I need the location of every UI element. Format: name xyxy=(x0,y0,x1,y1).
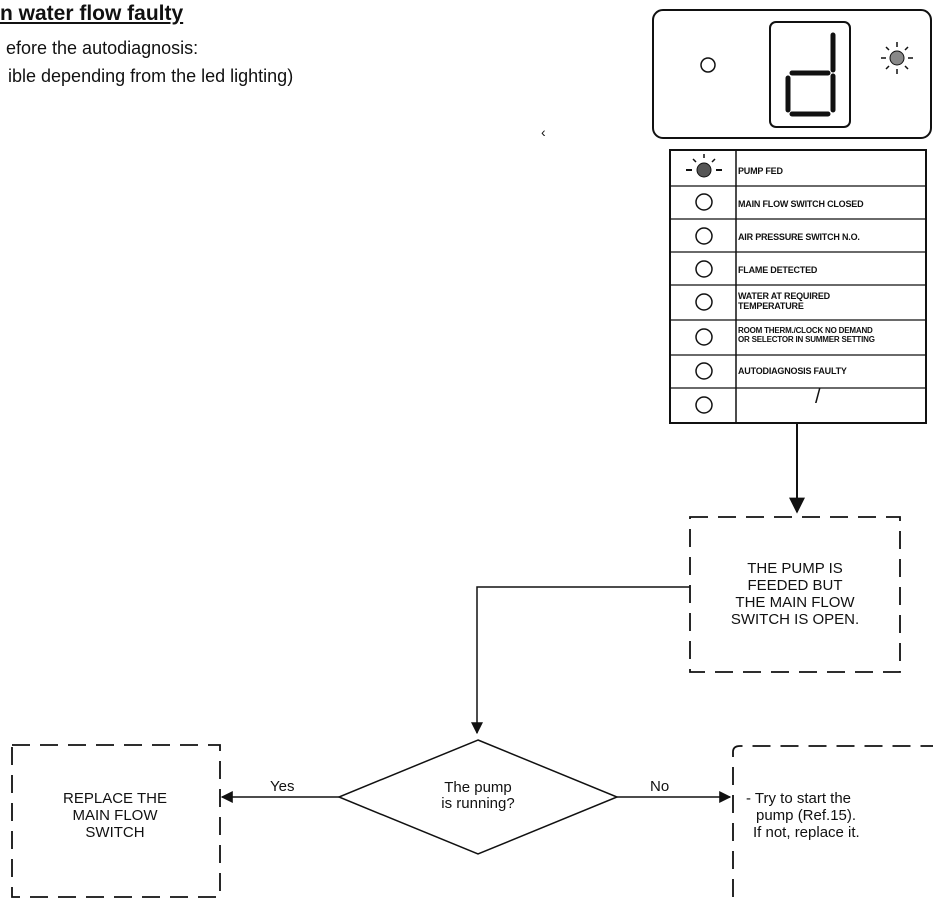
try-line-3: If not, replace it. xyxy=(753,824,860,841)
decision-text: The pump is running? xyxy=(408,780,548,812)
replace-switch-box xyxy=(11,744,221,898)
led-label-air-pressure: AIR PRESSURE SWITCH N.O. xyxy=(738,232,860,242)
display-box xyxy=(652,9,932,139)
led-label-water-temp-line2: TEMPERATURE xyxy=(738,301,804,311)
led-pump-fed-blinking xyxy=(686,154,722,178)
led-label-pump-fed: PUMP FED xyxy=(738,166,783,176)
status-line-1: THE PUMP IS xyxy=(747,560,843,577)
replace-line-2: MAIN FLOW xyxy=(72,807,158,824)
led-flame xyxy=(695,260,713,278)
replace-switch-text: REPLACE THE MAIN FLOW SWITCH xyxy=(20,790,210,841)
led-label-water-temp: WATER AT REQUIRED TEMPERATURE xyxy=(738,291,830,311)
led-label-flame: FLAME DETECTED xyxy=(738,265,818,275)
led-water-temp xyxy=(695,293,713,311)
status-line-3: THE MAIN FLOW xyxy=(735,594,855,611)
replace-line-1: REPLACE THE xyxy=(63,790,167,807)
try-start-pump-box xyxy=(732,745,933,897)
display-led-right-blinking xyxy=(881,42,913,74)
replace-line-3: SWITCH xyxy=(85,824,145,841)
led-room-therm xyxy=(695,328,713,346)
try-line-1: - Try to start the xyxy=(746,790,852,807)
try-start-text: - Try to start the pump (Ref.15). If not… xyxy=(746,790,860,841)
seven-seg-digit xyxy=(785,32,836,117)
status-line-4: SWITCH IS OPEN. xyxy=(730,611,860,628)
intro-line-1: efore the autodiagnosis: xyxy=(6,38,199,58)
led-autodiagnosis xyxy=(695,362,713,380)
led-main-flow-switch xyxy=(695,193,713,211)
status-box-text: THE PUMP IS FEEDED BUT THE MAIN FLOW SWI… xyxy=(695,560,895,628)
led-last xyxy=(695,396,713,414)
no-label: No xyxy=(650,778,670,795)
led-label-autodiagnosis: AUTODIAGNOSIS FAULTY xyxy=(738,366,847,376)
seven-seg-frame xyxy=(769,21,851,128)
decision-line-2: is running? xyxy=(441,795,515,812)
status-line-2: FEEDED BUT xyxy=(747,577,843,594)
led-label-water-temp-line1: WATER AT REQUIRED xyxy=(738,291,830,301)
led-panel xyxy=(669,149,927,424)
connector-status-to-decision xyxy=(471,586,690,735)
display-led-left xyxy=(700,57,716,73)
try-line-2: pump (Ref.15). xyxy=(756,807,857,824)
led-air-pressure xyxy=(695,227,713,245)
decision-diamond xyxy=(337,739,619,855)
led-label-room-therm-line1: ROOM THERM./CLOCK NO DEMAND xyxy=(738,326,873,335)
decision-line-1: The pump xyxy=(444,779,512,796)
led-label-room-therm-line2: OR SELECTOR IN SUMMER SETTING xyxy=(738,335,875,344)
yes-label: Yes xyxy=(270,778,295,795)
stray-mark: ‹ xyxy=(541,124,546,140)
led-label-main-flow-switch: MAIN FLOW SWITCH CLOSED xyxy=(738,199,864,209)
intro-line-2: ible depending from the led lighting) xyxy=(8,66,294,86)
led-label-last: / xyxy=(815,386,821,408)
status-box xyxy=(689,516,901,673)
page-title: n water flow faulty xyxy=(0,2,184,25)
led-label-room-therm: ROOM THERM./CLOCK NO DEMAND OR SELECTOR … xyxy=(738,326,875,344)
